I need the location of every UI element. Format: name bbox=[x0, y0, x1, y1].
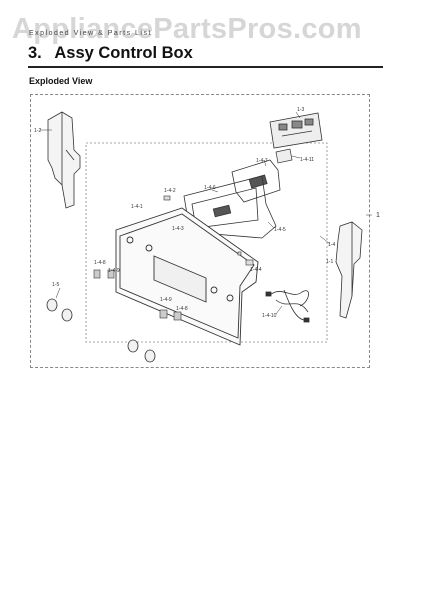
title-rule bbox=[28, 66, 383, 68]
page-header: Exploded View & Parts List bbox=[29, 30, 152, 37]
section-title: 3. Assy Control Box bbox=[28, 44, 193, 63]
callout-1-4-6: 1-4-6 bbox=[204, 185, 216, 191]
switch-1-4-9 bbox=[159, 309, 182, 321]
callout-1-4-5: 1-4-5 bbox=[274, 227, 286, 233]
knob-bottom-pair bbox=[127, 339, 156, 363]
control-panel bbox=[115, 207, 259, 346]
callout-1-1: 1-1 bbox=[326, 259, 333, 265]
callout-1-4-8: 1-4-8 bbox=[94, 260, 106, 266]
callout-1-4-2: 1-4-2 bbox=[164, 188, 176, 194]
callout-1-4-9b: 1-4-9 bbox=[160, 297, 172, 303]
callout-1-4-8b: 1-4-8 bbox=[176, 306, 188, 312]
callout-1-4: 1-4 bbox=[328, 242, 335, 248]
callout-1: 1 bbox=[376, 212, 380, 219]
callout-1-4-11: 1-4-11 bbox=[300, 157, 314, 163]
control-board bbox=[269, 112, 323, 149]
right-end-cap bbox=[335, 221, 363, 319]
clip-1-4-2 bbox=[163, 195, 171, 201]
callout-1-4-10: 1-4-10 bbox=[262, 313, 277, 319]
section-number: 3. bbox=[28, 44, 42, 62]
callout-1-3: 1-3 bbox=[297, 107, 304, 113]
subassembly-boundary bbox=[85, 142, 328, 343]
callout-1-2: 1-2 bbox=[34, 128, 41, 134]
left-end-cap bbox=[47, 111, 81, 209]
assembly-boundary bbox=[30, 94, 370, 368]
watermark: AppliancePartsPros.com bbox=[12, 13, 362, 45]
callout-1-4-1: 1-4-1 bbox=[131, 204, 143, 210]
section-title-text: Assy Control Box bbox=[54, 44, 193, 62]
bracket-1-4-11 bbox=[275, 148, 293, 164]
callout-1-4-4: 1-4-4 bbox=[250, 267, 262, 273]
exploded-view-heading: Exploded View bbox=[29, 76, 93, 86]
callout-1-4-3: 1-4-3 bbox=[172, 226, 184, 232]
part-1-4-4 bbox=[237, 251, 254, 266]
callout-1-5: 1-5 bbox=[52, 282, 59, 288]
knob-left-pair bbox=[46, 298, 73, 322]
callout-1-4-9a: 1-4-9 bbox=[108, 268, 120, 274]
display-frame-upper bbox=[231, 159, 281, 203]
callout-1-4-7: 1-4-7 bbox=[256, 158, 268, 164]
wire-harness bbox=[265, 289, 310, 323]
switch-1-4-8 bbox=[93, 269, 115, 279]
